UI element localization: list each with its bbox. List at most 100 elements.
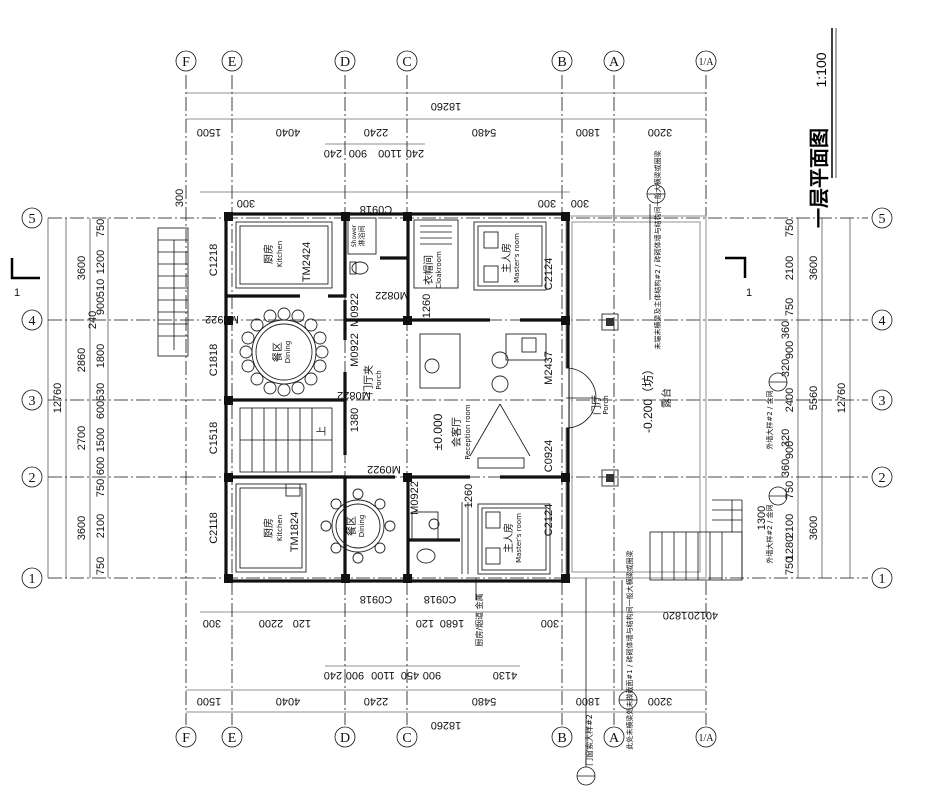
svg-text:750: 750	[95, 479, 107, 497]
svg-text:5: 5	[879, 212, 886, 227]
cloakroom-cn: 衣帽间	[422, 255, 435, 285]
svg-text:360: 360	[780, 459, 792, 477]
title-main: 一层平面图	[807, 128, 831, 228]
svg-text:M0822: M0822	[375, 289, 409, 301]
interior-stair: 上	[239, 407, 333, 473]
axis-bubble-E-bottom: E	[221, 726, 243, 748]
svg-text:900: 900	[784, 441, 796, 459]
svg-text:750: 750	[95, 557, 107, 575]
note-bottom-left: 厨房/烟道 金属	[474, 593, 484, 646]
svg-text:1680: 1680	[440, 617, 464, 629]
room-toilet-bottom	[411, 511, 440, 564]
axis-bubble-E: E	[221, 50, 243, 72]
svg-text:C0918: C0918	[360, 593, 392, 605]
master-bottom-en: Master's room	[515, 513, 523, 563]
svg-text:1100: 1100	[371, 669, 395, 681]
svg-text:530: 530	[95, 383, 107, 401]
svg-text:1: 1	[14, 287, 20, 299]
svg-text:1280: 1280	[784, 536, 796, 560]
svg-text:600: 600	[95, 401, 107, 419]
kitchen-bottom-en: Kitchen	[276, 515, 284, 541]
svg-text:1/A: 1/A	[699, 57, 715, 68]
callout-right-1: 外墙大样#2 / 金网	[765, 372, 788, 450]
svg-text:1260: 1260	[463, 484, 475, 508]
axis-bubble-C-bottom: C	[396, 726, 418, 748]
svg-text:2860: 2860	[76, 348, 88, 372]
svg-text:1200: 1200	[95, 250, 107, 274]
axis-bubble-1: 1	[21, 567, 43, 589]
axis-bubble-F: F	[175, 50, 197, 72]
axis-bubble-1A: 1/A	[695, 50, 717, 72]
svg-text:750: 750	[784, 298, 796, 316]
axis-bubble-2: 2	[21, 466, 43, 488]
axis-bubble-D: D	[334, 50, 356, 72]
svg-text:240: 240	[87, 311, 99, 329]
svg-text:1: 1	[29, 572, 36, 587]
axis-bubble-A-bottom: A	[603, 726, 625, 748]
svg-text:1260: 1260	[421, 294, 433, 318]
svg-text:3600: 3600	[76, 516, 88, 540]
axis-bubble-3-right: 3	[871, 389, 893, 411]
svg-text:3600: 3600	[808, 516, 820, 540]
kitchen-top-cn: 厨房	[262, 244, 275, 264]
svg-text:4130: 4130	[493, 669, 517, 681]
terrace-stair	[649, 499, 743, 581]
svg-text:1500: 1500	[197, 126, 221, 138]
svg-text:C1218: C1218	[208, 244, 220, 276]
axis-bubble-5-right: 5	[871, 207, 893, 229]
svg-text:C2124: C2124	[543, 504, 555, 536]
svg-text:750: 750	[95, 219, 107, 237]
dimensions-left: 12760 3600 2860 2700 3600 750 1200 510 9…	[47, 218, 109, 578]
dimensions-top: 18260 1500 4040 2240 5480 1800 3200 240 …	[174, 92, 706, 209]
porch-top-cn: 门厅夹	[362, 365, 375, 395]
svg-text:M0922: M0922	[349, 293, 361, 327]
svg-text:2200: 2200	[259, 617, 283, 629]
svg-text:M0822: M0822	[337, 389, 371, 401]
kitchen-bottom-cn: 厨房	[262, 518, 275, 538]
axis-bubbles-bottom: F E D C B A 1/A	[175, 726, 717, 748]
svg-text:C1518: C1518	[208, 422, 220, 454]
svg-text:1800: 1800	[95, 344, 107, 368]
room-reception: ±0.000 会客厅 Reception room	[419, 333, 547, 469]
svg-text:1: 1	[879, 572, 886, 587]
axis-bubble-B: B	[551, 50, 573, 72]
axis-bubble-2-right: 2	[871, 466, 893, 488]
svg-text:2100: 2100	[95, 514, 107, 538]
svg-text:1: 1	[746, 287, 752, 299]
axis-bubbles-right: 5 4 3 2 1	[871, 207, 893, 589]
svg-text:450: 450	[401, 669, 419, 681]
svg-text:300: 300	[203, 617, 221, 629]
svg-text:2700: 2700	[76, 426, 88, 450]
svg-text:C0918: C0918	[424, 593, 456, 605]
svg-text:900: 900	[349, 147, 367, 159]
svg-text:360: 360	[780, 321, 792, 339]
shower-en: Shower	[351, 224, 358, 247]
title-scale: 1:100	[813, 52, 829, 87]
axis-bubble-B-bottom: B	[551, 726, 573, 748]
note-bottom-center: 此处未横梁处未做截面#1 / 砖砌体墙与结构间一般大横梁或圈梁	[625, 550, 634, 749]
svg-text:1800: 1800	[576, 695, 600, 707]
svg-text:3: 3	[879, 394, 886, 409]
room-dining-bottom: 餐区 Dining	[320, 488, 396, 564]
svg-text:2: 2	[29, 471, 36, 486]
svg-text:B: B	[557, 55, 566, 70]
svg-text:C2118: C2118	[208, 512, 220, 544]
svg-text:M0922: M0922	[205, 313, 239, 325]
svg-text:5560: 5560	[808, 386, 820, 410]
axis-bubble-D-bottom: D	[334, 726, 356, 748]
section-marker-left: 1	[10, 258, 40, 299]
section-marker-right: 1	[725, 256, 752, 299]
svg-text:2240: 2240	[364, 126, 388, 138]
svg-text:3200: 3200	[648, 695, 672, 707]
svg-text:320: 320	[780, 429, 792, 447]
svg-text:300: 300	[538, 197, 556, 209]
room-master-top: 主人房 Master's room	[473, 221, 547, 291]
svg-text:F: F	[182, 731, 190, 746]
svg-text:E: E	[228, 731, 237, 746]
axis-bubble-F-bottom: F	[175, 726, 197, 748]
svg-text:3600: 3600	[76, 256, 88, 280]
axis-bubbles-top: F E D C B A 1/A	[175, 50, 717, 72]
room-kitchen-top: 厨房 Kitchen	[235, 221, 333, 289]
callout-top-right: 未端末横梁及主体结构#2 / 砖砌体墙与结构间一般大横梁或圈梁	[646, 150, 666, 350]
svg-text:4040: 4040	[276, 695, 300, 707]
